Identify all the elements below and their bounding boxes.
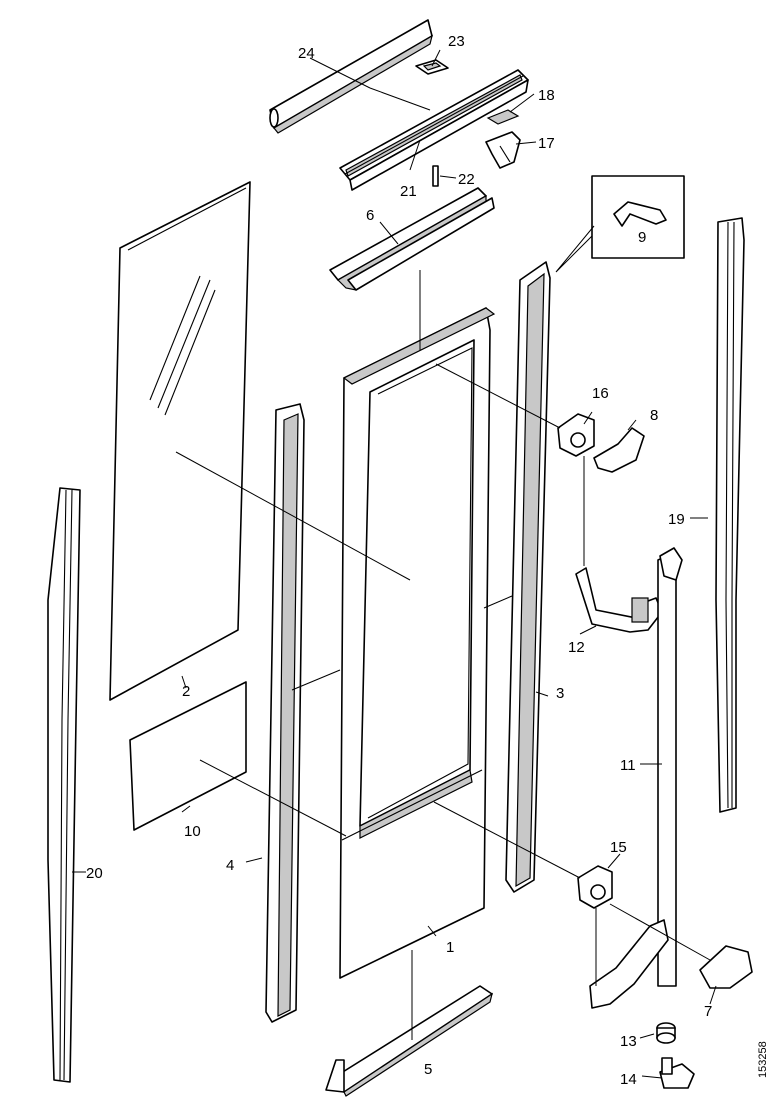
- part-5-bottom-sill: [325, 985, 493, 1097]
- lower-arm: [589, 919, 669, 1009]
- label-23: 23: [448, 33, 465, 50]
- part-24-top-cover: [269, 19, 433, 134]
- part-14-pivot: [659, 1057, 695, 1089]
- part-4-left-profile: [265, 403, 305, 1023]
- label-2: 2: [182, 683, 190, 700]
- label-10: 10: [184, 823, 201, 840]
- label-18: 18: [538, 87, 555, 104]
- label-14: 14: [620, 1071, 637, 1088]
- part-21-top-rail: [339, 69, 529, 191]
- label-1: 1: [446, 939, 454, 956]
- label-9: 9: [638, 229, 646, 246]
- part-10-lower-panel: [129, 681, 247, 831]
- part-15-lower-hinge: [577, 865, 613, 909]
- part-13-bushing: [656, 1022, 676, 1044]
- label-24: 24: [298, 45, 315, 62]
- label-12: 12: [568, 639, 585, 656]
- reference-number: 153258: [757, 1041, 769, 1078]
- part-labels: 24 23 18 17 22 21 6 9 16 8 19 12 2 3 11 …: [86, 33, 769, 1088]
- label-15: 15: [610, 839, 627, 856]
- part-17-bracket: [485, 131, 521, 169]
- label-21: 21: [400, 183, 417, 200]
- label-3: 3: [556, 685, 564, 702]
- label-22: 22: [458, 171, 475, 188]
- part-22-screw: [432, 165, 439, 187]
- part-20-left-gasket: [47, 487, 81, 1083]
- part-23-clip: [415, 59, 449, 75]
- part-6-top-profile: [329, 187, 495, 291]
- part-7-end-cap: [699, 945, 753, 989]
- part-3-right-profile: [505, 261, 551, 893]
- part-1-door-frame: [339, 307, 496, 979]
- label-5: 5: [424, 1061, 432, 1078]
- part-18-insert: [486, 109, 520, 125]
- label-7: 7: [704, 1003, 712, 1020]
- label-6: 6: [366, 207, 374, 224]
- part-8-hinge-strap: [593, 427, 645, 473]
- part-12-upper-arm: [575, 567, 663, 633]
- part-16-upper-hinge: [557, 413, 595, 457]
- part-19-right-gasket: [715, 217, 745, 813]
- label-11: 11: [620, 757, 636, 774]
- part-9-inset-box: [555, 175, 685, 273]
- part-11-vertical-rod: [657, 547, 683, 987]
- leader-lines: [72, 49, 717, 1079]
- label-16: 16: [592, 385, 609, 402]
- label-19: 19: [668, 511, 685, 528]
- part-2-glass-panel: [109, 181, 251, 701]
- label-20: 20: [86, 865, 103, 882]
- label-4: 4: [226, 857, 234, 874]
- label-8: 8: [650, 407, 658, 424]
- label-17: 17: [538, 135, 555, 152]
- label-13: 13: [620, 1033, 637, 1050]
